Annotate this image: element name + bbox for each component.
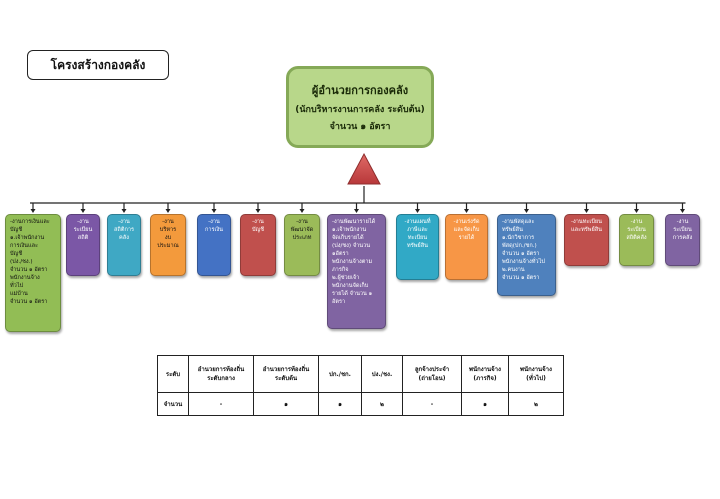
table-value-cell: ๒: [508, 392, 564, 416]
staffing-table: ระดับ อำนวยการท้องถิ่น ระดับกลาง อำนวยกา…: [157, 355, 564, 416]
table-header-cell: พนักงานจ้าง (ภารกิจ): [461, 355, 509, 393]
unit-box-finance-accounting: -งานการเงินและ บัญชี ๑.เจ้าพนักงาน การเง…: [5, 214, 61, 332]
table-header-cell: ลูกจ้างประจำ (ถ่ายโอน): [402, 355, 462, 393]
connector-arrow-icon: [30, 209, 36, 213]
table-value-cell: -: [188, 392, 254, 416]
table-header-cell: ปง./ชง.: [361, 355, 403, 393]
connector-arrow-icon: [211, 209, 217, 213]
table-header-cell: ปก./ชก.: [318, 355, 362, 393]
unit-box-fiscal-stats: -งาน สถิติการ คลัง: [107, 214, 141, 276]
table-value-cell: ๑: [461, 392, 509, 416]
connector-arrow-icon: [415, 209, 420, 213]
unit-box-finance: -งาน การเงิน: [197, 214, 231, 276]
unit-box-records-stats: -งาน ระเบียน สถิติ: [66, 214, 100, 276]
connector-arrow-icon: [634, 209, 639, 213]
unit-box-revenue-development: -งานพัฒนารายได้ ๑.เจ้าพนักงาน จัดเก็บราย…: [327, 214, 386, 329]
head-position-box: ผู้อำนวยการกองคลัง (นักบริหารงานการคลัง …: [286, 66, 434, 148]
connector-arrow-icon: [121, 209, 127, 213]
unit-box-revenue-collection: -งานเร่งรัด และจัดเก็บ รายได้: [445, 214, 488, 280]
table-header-cell: ระดับ: [157, 355, 189, 393]
table-value-cell: ๑: [253, 392, 319, 416]
connector-arrow-icon: [524, 209, 529, 213]
connector-arrow-icon: [165, 209, 171, 213]
table-value-cell: ๑: [318, 392, 362, 416]
pyramid-triangle-icon: [347, 152, 381, 185]
table-values-row: จำนวน - ๑ ๑ ๒ - ๑ ๒: [157, 392, 564, 416]
table-value-cell: -: [402, 392, 462, 416]
unit-box-accounting: -งาน บัญชี: [240, 214, 276, 276]
connector-arrow-icon: [584, 209, 589, 213]
connector-arrow-icon: [464, 209, 469, 213]
unit-box-tax-map-registry: -งานแผนที่ ภาษีและ ทะเบียน ทรัพย์สิน: [396, 214, 439, 280]
table-header-cell: อำนวยการท้องถิ่น ระดับต้น: [253, 355, 319, 393]
connector-lines: [30, 186, 686, 213]
table-header-cell: พนักงานจ้าง (ทั่วไป): [508, 355, 564, 393]
head-position-title: ผู้อำนวยการกองคลัง: [311, 84, 409, 97]
chart-title: โครงสร้างกองคลัง: [27, 50, 169, 80]
connector-arrow-icon: [80, 209, 86, 213]
head-position-level: (นักบริหารงานการคลัง ระดับต้น): [295, 105, 425, 115]
unit-box-fiscal-records: -งาน ระเบียน สถิติคลัง: [619, 214, 654, 266]
connector-arrow-icon: [299, 209, 305, 213]
table-value-cell: จำนวน: [157, 392, 189, 416]
connector-arrow-icon: [255, 209, 261, 213]
unit-box-procurement-assets: -งานพัสดุและ ทรัพย์สิน ๑.นักวิชาการ พัสด…: [497, 214, 556, 296]
table-value-cell: ๒: [361, 392, 403, 416]
unit-box-registry-assets: -งานทะเบียน และทรัพย์สิน: [564, 214, 609, 266]
unit-box-fiscal-registry: -งาน ระเบียน การคลัง: [665, 214, 700, 266]
connector-arrow-icon: [680, 209, 685, 213]
table-header-cell: อำนวยการท้องถิ่น ระดับกลาง: [188, 355, 254, 393]
connector-arrow-icon: [354, 209, 359, 213]
unit-box-budget-admin: -งาน บริหาร งบประมาณ: [150, 214, 186, 276]
unit-box-classification: -งาน พัฒนาจัด ประเภท: [284, 214, 320, 276]
table-header-row: ระดับ อำนวยการท้องถิ่น ระดับกลาง อำนวยกา…: [157, 355, 564, 393]
head-position-count: จำนวน ๑ อัตรา: [329, 122, 391, 132]
